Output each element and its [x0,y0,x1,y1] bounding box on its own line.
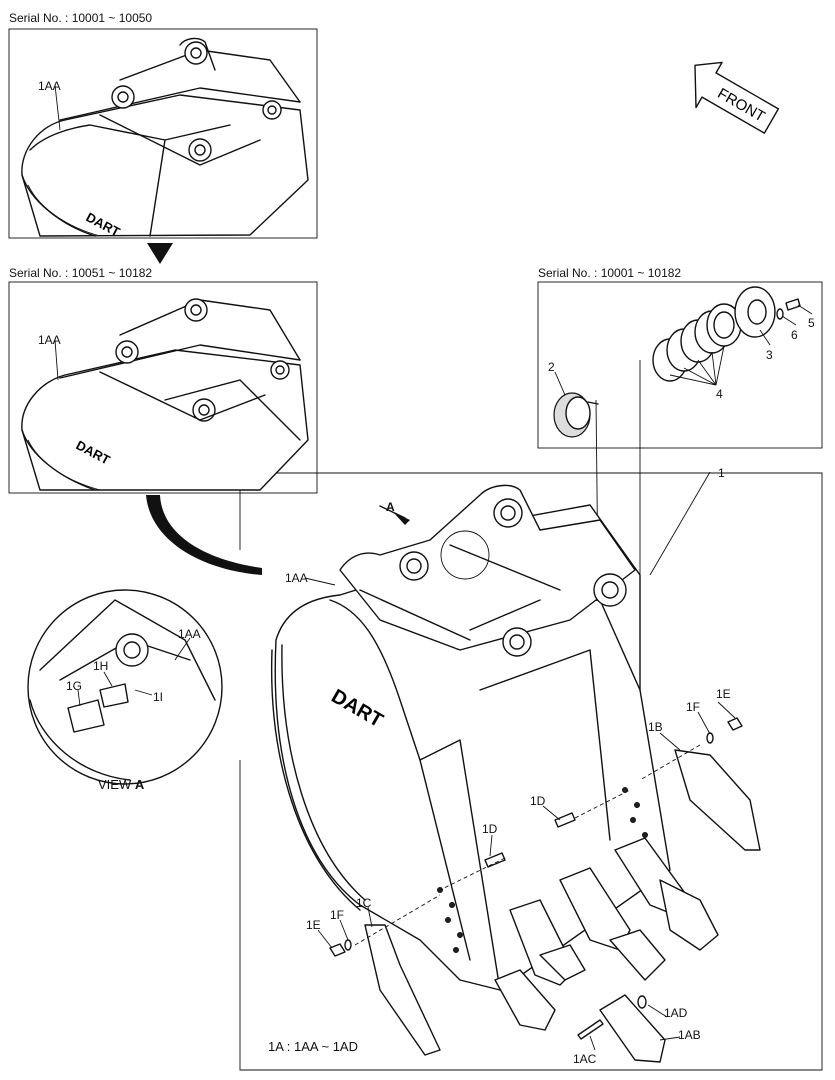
label-6: 6 [791,328,798,342]
label-1H: 1H [93,659,109,673]
panel-top-frame [8,28,318,239]
serial-top: Serial No. : 10001 ~ 10050 [9,11,153,25]
serial-right: Serial No. : 10001 ~ 10182 [538,266,682,280]
front-arrow-icon: FRONT [694,61,780,134]
label-1E-left: 1E [306,918,321,932]
label-1G: 1G [66,679,83,693]
label-3: 3 [766,348,773,362]
label-1F-right: 1F [686,700,701,714]
part-1D-bolt-lower [484,852,506,868]
label-1AC: 1AC [573,1052,597,1066]
label-1B: 1B [648,720,663,734]
right-panel-parts [553,286,801,438]
label-2: 2 [548,360,555,374]
label-1AB: 1AB [678,1028,701,1042]
panel-middle-frame [8,281,318,494]
label-1E-right: 1E [716,687,731,701]
label-1D-lower: 1D [482,822,498,836]
top-panel-bucket: DART [21,37,309,240]
label-1F-left: 1F [330,908,345,922]
teeth-row [494,837,719,1031]
view-a-detail [27,589,223,785]
curved-pointer-arrow [146,495,262,575]
middle-panel-bucket: DART [21,298,309,491]
part-1G-plate [67,699,105,733]
view-caption-word: VIEW [98,777,132,792]
part-1C-side-cutter [364,924,441,1056]
label-1AA-top: 1AA [38,79,61,93]
part-5-bolt [785,298,801,311]
part-1AC-pin [577,1019,604,1040]
part-1F-washer-right [706,732,714,744]
part-4-shims [652,303,742,382]
label-1: 1 [718,466,725,480]
view-a-caption: VIEW A [98,777,144,792]
label-1D-upper: 1D [530,794,546,808]
label-1AA-main: 1AA [285,571,308,585]
view-a-arrow-icon [393,512,410,525]
label-1AA-middle: 1AA [38,333,61,347]
label-1I: 1I [153,690,164,704]
part-1E-nut-right [727,717,743,731]
view-a-marker: A [386,500,395,514]
part-1F-washer-left [344,939,352,951]
part-1B-side-cutter [674,749,761,851]
part-1D-bolt-upper [554,812,576,828]
label-5: 5 [808,316,815,330]
part-1AD-retainer [637,995,647,1009]
part-1AB-tooth [599,994,666,1063]
label-4: 4 [716,387,723,401]
main-bucket: DART [270,484,761,1063]
assembly-note: 1A : 1AA ~ 1AD [268,1039,358,1054]
view-caption-letter: A [134,777,145,792]
down-triangle-icon [147,243,173,264]
label-1AA-view: 1AA [178,627,201,641]
part-1H-plate [99,683,129,708]
serial-middle: Serial No. : 10051 ~ 10182 [9,266,153,280]
label-1AD: 1AD [664,1006,688,1020]
view-a-callout-circle [440,530,490,580]
label-1C: 1C [356,896,372,910]
part-6-washer [776,308,784,320]
part-1E-nut-left [329,943,346,957]
part-3-plate [734,286,776,338]
panel-right-frame [537,281,823,449]
